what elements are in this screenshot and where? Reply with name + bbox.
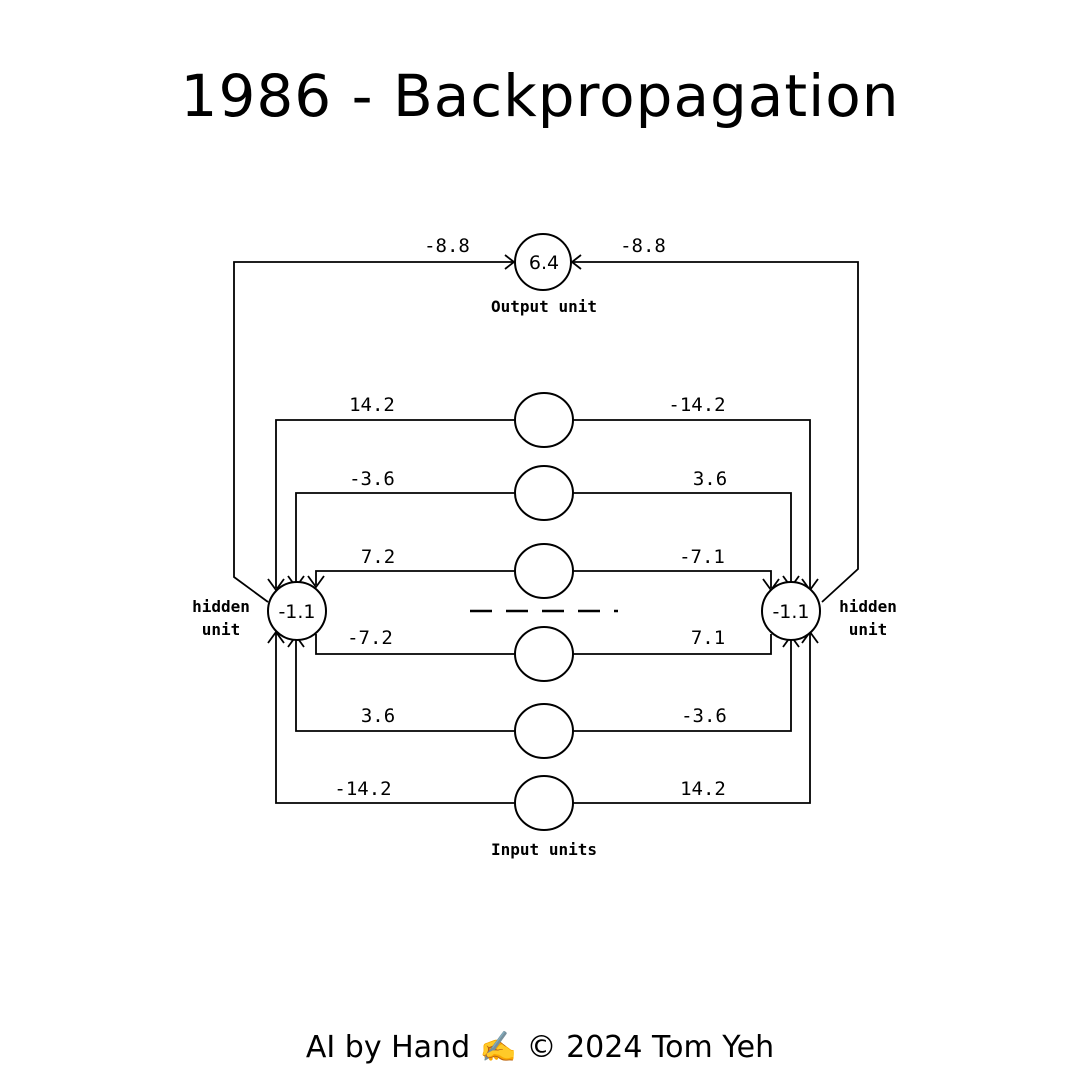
weight-label-right: -7.1 — [679, 546, 725, 568]
page-title: 1986 - Backpropagation — [180, 62, 900, 130]
connection-input6-right — [573, 632, 811, 804]
connection-input6-left — [275, 632, 515, 804]
weight-label-right: -14.2 — [668, 394, 725, 416]
input-unit-node — [514, 775, 574, 831]
weight-label-right: 3.6 — [693, 468, 727, 490]
hidden-unit-right-label-line2: unit — [849, 620, 888, 639]
connection-input5-left — [295, 638, 515, 732]
connection-input1-left — [275, 419, 515, 588]
weight-label-output-left: -8.8 — [424, 235, 470, 257]
input-unit-node — [514, 703, 574, 759]
connection-input5-right — [573, 638, 792, 732]
output-unit-node — [514, 233, 572, 291]
connection-input4-left — [315, 634, 515, 655]
weight-label-left: 3.6 — [361, 705, 395, 727]
hidden-unit-left-label-line1: hidden — [192, 597, 250, 616]
connection-input2-right — [573, 492, 792, 585]
weight-label-left: -14.2 — [334, 778, 391, 800]
hidden-unit-left-bias: -1.1 — [278, 601, 315, 623]
connection-hidden-right-to-output — [572, 261, 859, 603]
input-unit-node — [514, 465, 574, 521]
connection-input4-right — [573, 634, 772, 655]
arrowhead — [307, 575, 325, 589]
connection-lines — [233, 261, 859, 804]
input-units-label: Input units — [491, 840, 597, 859]
weight-label-right: 14.2 — [680, 778, 726, 800]
units — [267, 233, 821, 831]
hidden-unit-left-label-line2: unit — [202, 620, 241, 639]
output-unit-label: Output unit — [491, 297, 597, 316]
weight-label-left: -3.6 — [349, 468, 395, 490]
connection-hidden-left-to-output — [233, 261, 514, 603]
weight-label-right: -3.6 — [681, 705, 727, 727]
weight-label-left: 14.2 — [349, 394, 395, 416]
hidden-unit-left-node — [267, 581, 327, 641]
input-unit-node — [514, 626, 574, 682]
footer-credit: AI by Hand ✍️ © 2024 Tom Yeh — [305, 1030, 775, 1065]
weight-label-left: 7.2 — [361, 546, 395, 568]
input-unit-node — [514, 543, 574, 599]
weight-label-right: 7.1 — [691, 627, 725, 649]
output-unit-bias: 6.4 — [529, 252, 559, 274]
weight-label-left: -7.2 — [347, 627, 393, 649]
connection-input3-left — [315, 570, 515, 585]
connection-input3-right — [573, 570, 772, 588]
hidden-unit-right-bias: -1.1 — [772, 601, 809, 623]
connection-input1-right — [573, 419, 811, 588]
hidden-unit-right-node — [761, 581, 821, 641]
connection-input2-left — [295, 492, 515, 585]
weight-label-output-right: -8.8 — [620, 235, 666, 257]
hidden-unit-right-label-line1: hidden — [839, 597, 897, 616]
input-unit-node — [514, 392, 574, 448]
